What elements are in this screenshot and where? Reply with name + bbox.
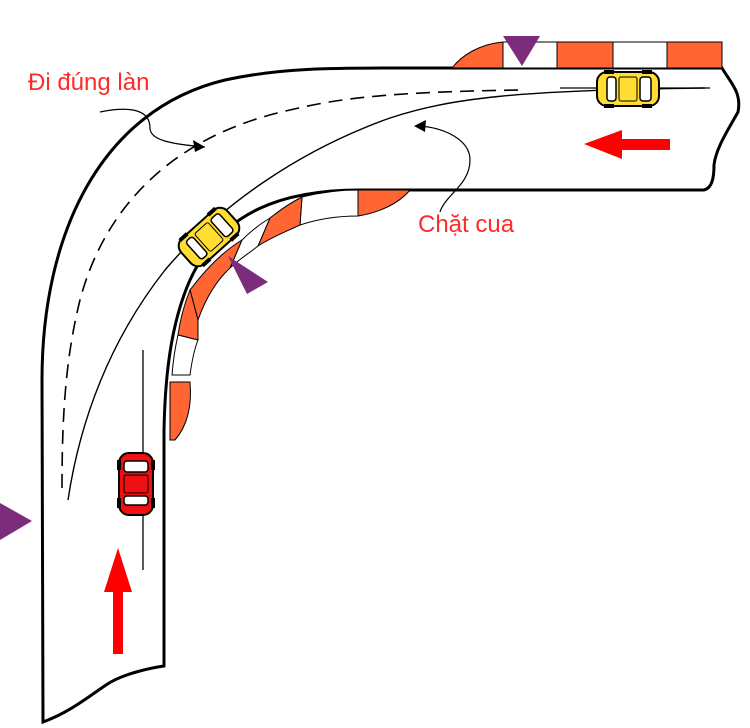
racing-line bbox=[67, 87, 706, 501]
apex-label-pointer-head bbox=[414, 120, 426, 132]
purple-triangle-marker bbox=[503, 36, 540, 66]
red-arrow-left bbox=[584, 130, 670, 159]
lane-dashed-line bbox=[61, 89, 521, 489]
yellow-car bbox=[596, 69, 660, 109]
apex-label: Chặt cua bbox=[418, 211, 515, 238]
purple-triangle-marker bbox=[228, 256, 268, 294]
inner-curb bbox=[169, 189, 412, 441]
road-surface bbox=[40, 66, 741, 725]
top-curb bbox=[450, 41, 723, 69]
red-arrow-up bbox=[104, 548, 132, 654]
apex-label-pointer bbox=[419, 125, 471, 213]
purple-triangle-marker bbox=[0, 503, 32, 540]
lane-label-pointer bbox=[99, 108, 206, 148]
red-car bbox=[116, 452, 156, 516]
lane-label-pointer-head bbox=[193, 140, 205, 152]
lane-label: Đi đúng làn bbox=[28, 69, 149, 96]
